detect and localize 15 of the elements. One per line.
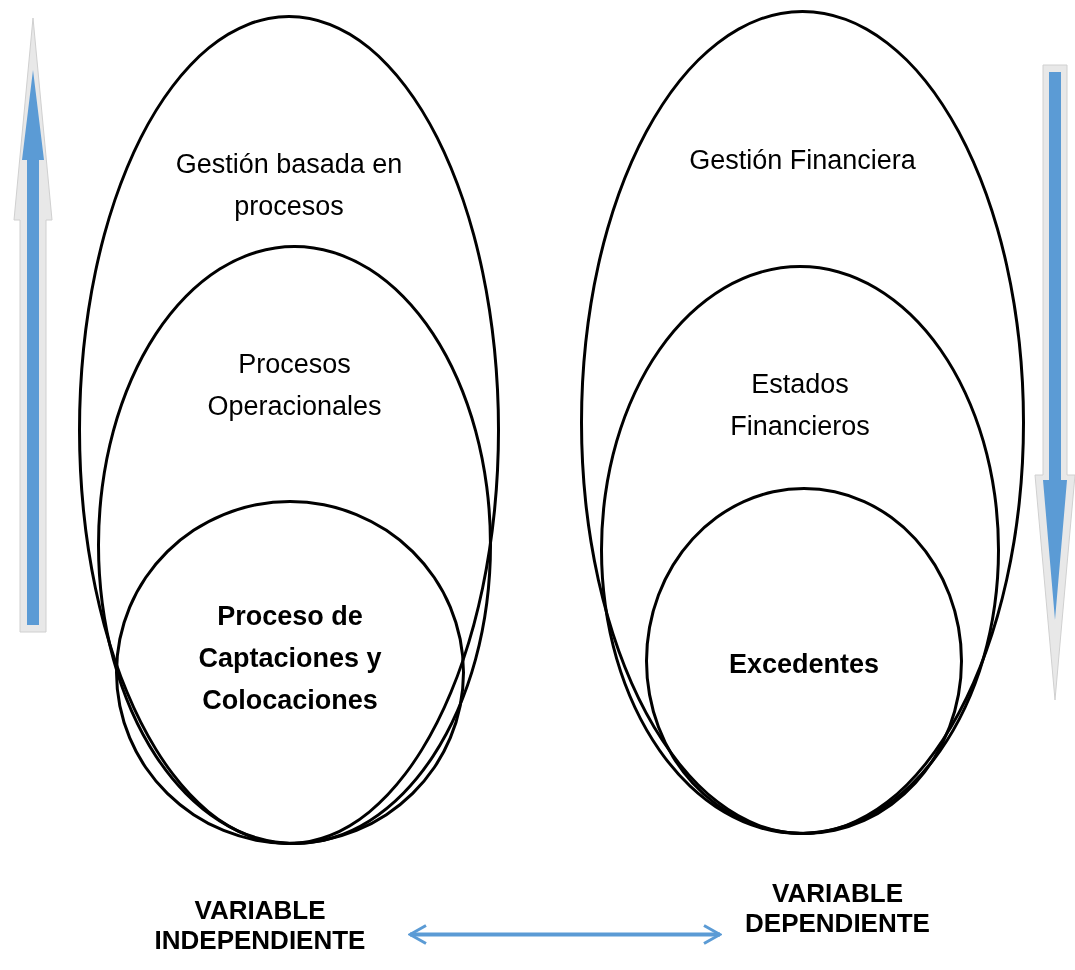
ellipse-label: Gestión basada en procesos — [174, 148, 404, 223]
double-arrow — [408, 924, 722, 945]
ellipse-label: Excedentes — [727, 648, 881, 681]
ellipse-label: Procesos Operacionales — [206, 348, 383, 423]
ellipse-label: Estados Financieros — [729, 368, 871, 443]
circle-shape — [115, 500, 465, 845]
ellipse-shape — [600, 265, 1000, 835]
circle-shape — [645, 487, 963, 835]
ellipse-shape — [97, 245, 492, 845]
ellipse-shape — [78, 15, 500, 845]
ellipse-shape — [580, 10, 1025, 835]
variable-label: VARIABLE DEPENDIENTE — [744, 878, 931, 938]
ellipse-label: Gestión Financiera — [688, 144, 917, 177]
variable-label: VARIABLE INDEPENDIENTE — [153, 895, 367, 955]
ellipse-label: Proceso de Captaciones y Colocaciones — [197, 600, 383, 717]
